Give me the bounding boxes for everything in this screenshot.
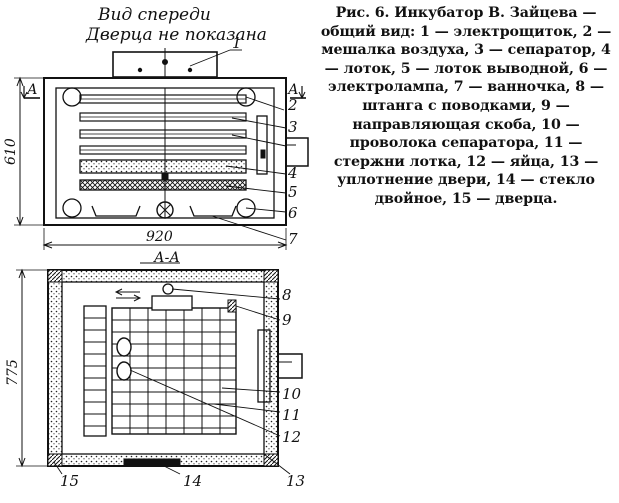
dimension-610: 610 <box>3 138 19 165</box>
label-1: 1 <box>232 34 242 52</box>
section-label: А-А <box>153 250 180 266</box>
front-view-title-line1: Вид спереди <box>97 5 211 25</box>
section-view <box>16 262 303 475</box>
front-view-title-line2: Дверца не показана <box>85 25 267 45</box>
label-12: 12 <box>282 428 301 446</box>
label-5: 5 <box>288 183 298 201</box>
section-mark-left: А <box>26 82 38 98</box>
label-8: 8 <box>282 286 292 304</box>
label-2: 2 <box>287 96 298 114</box>
label-10: 10 <box>282 385 302 403</box>
label-14: 14 <box>183 472 202 490</box>
label-9: 9 <box>282 311 292 329</box>
label-7: 7 <box>288 230 298 248</box>
label-3: 3 <box>288 118 298 136</box>
label-15: 15 <box>60 472 79 490</box>
front-view <box>14 48 309 250</box>
label-13: 13 <box>286 472 305 490</box>
section-mark-right: А <box>287 82 299 98</box>
label-11: 11 <box>282 406 301 424</box>
dimension-775: 775 <box>5 359 21 386</box>
figure-caption: Рис. 6. Инкубатор В. Зайцева — общий вид… <box>320 5 612 207</box>
label-4: 4 <box>287 164 298 182</box>
dimension-920: 920 <box>146 229 173 245</box>
label-6: 6 <box>288 204 298 222</box>
